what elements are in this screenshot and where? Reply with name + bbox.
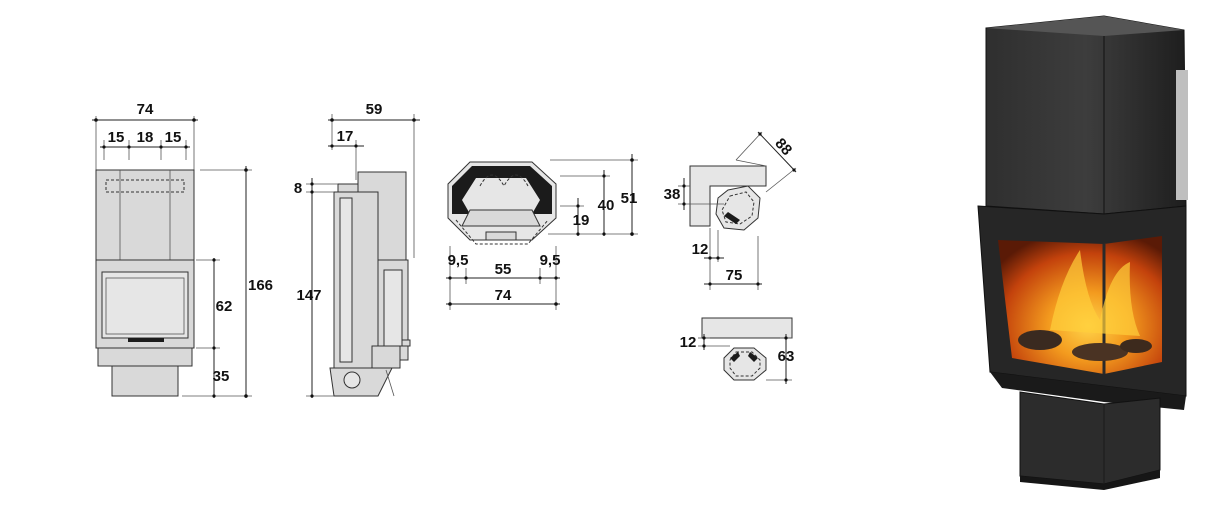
top-right-margin-label: 9,5: [540, 252, 561, 269]
front-sub-mid-label: 18: [137, 129, 154, 146]
side-view: 59 17 8 147: [294, 101, 420, 398]
front-sub-right-label: 15: [165, 129, 182, 146]
top-width-label: 74: [495, 287, 512, 304]
top-depth-c-label: 51: [621, 190, 638, 207]
side-height-label: 147: [296, 287, 321, 304]
top-depth-a-label: 19: [573, 212, 590, 229]
front-height-door-label: 62: [216, 298, 233, 315]
corner-diagonal-label: 88: [771, 135, 795, 159]
front-sub-left-label: 15: [108, 129, 125, 146]
wall-view: 12 63: [680, 317, 795, 384]
wall-depth-label: 63: [778, 348, 795, 365]
side-top-gap-label: 8: [294, 180, 302, 197]
corner-view: 88 38 12 75: [664, 131, 797, 290]
top-inner-width-label: 55: [495, 261, 512, 278]
corner-span-label: 75: [726, 267, 743, 284]
corner-wall-offset-label: 38: [664, 186, 681, 203]
top-depth-b-label: 40: [598, 197, 615, 214]
fireplace-photo: [977, 15, 1188, 490]
top-view: 51 40 19 9,5 55 9,5 74: [446, 154, 638, 310]
front-height-base-label: 35: [213, 368, 230, 385]
wall-clearance-label: 12: [680, 334, 697, 351]
front-width-label: 74: [137, 101, 154, 118]
front-view: 74 15 18 15 166 62 35: [92, 101, 273, 398]
side-depth-label: 59: [366, 101, 383, 118]
corner-clearance-label: 12: [692, 241, 709, 258]
top-left-margin-label: 9,5: [448, 252, 469, 269]
side-offset-label: 17: [337, 128, 354, 145]
front-height-total-label: 166: [248, 277, 273, 294]
